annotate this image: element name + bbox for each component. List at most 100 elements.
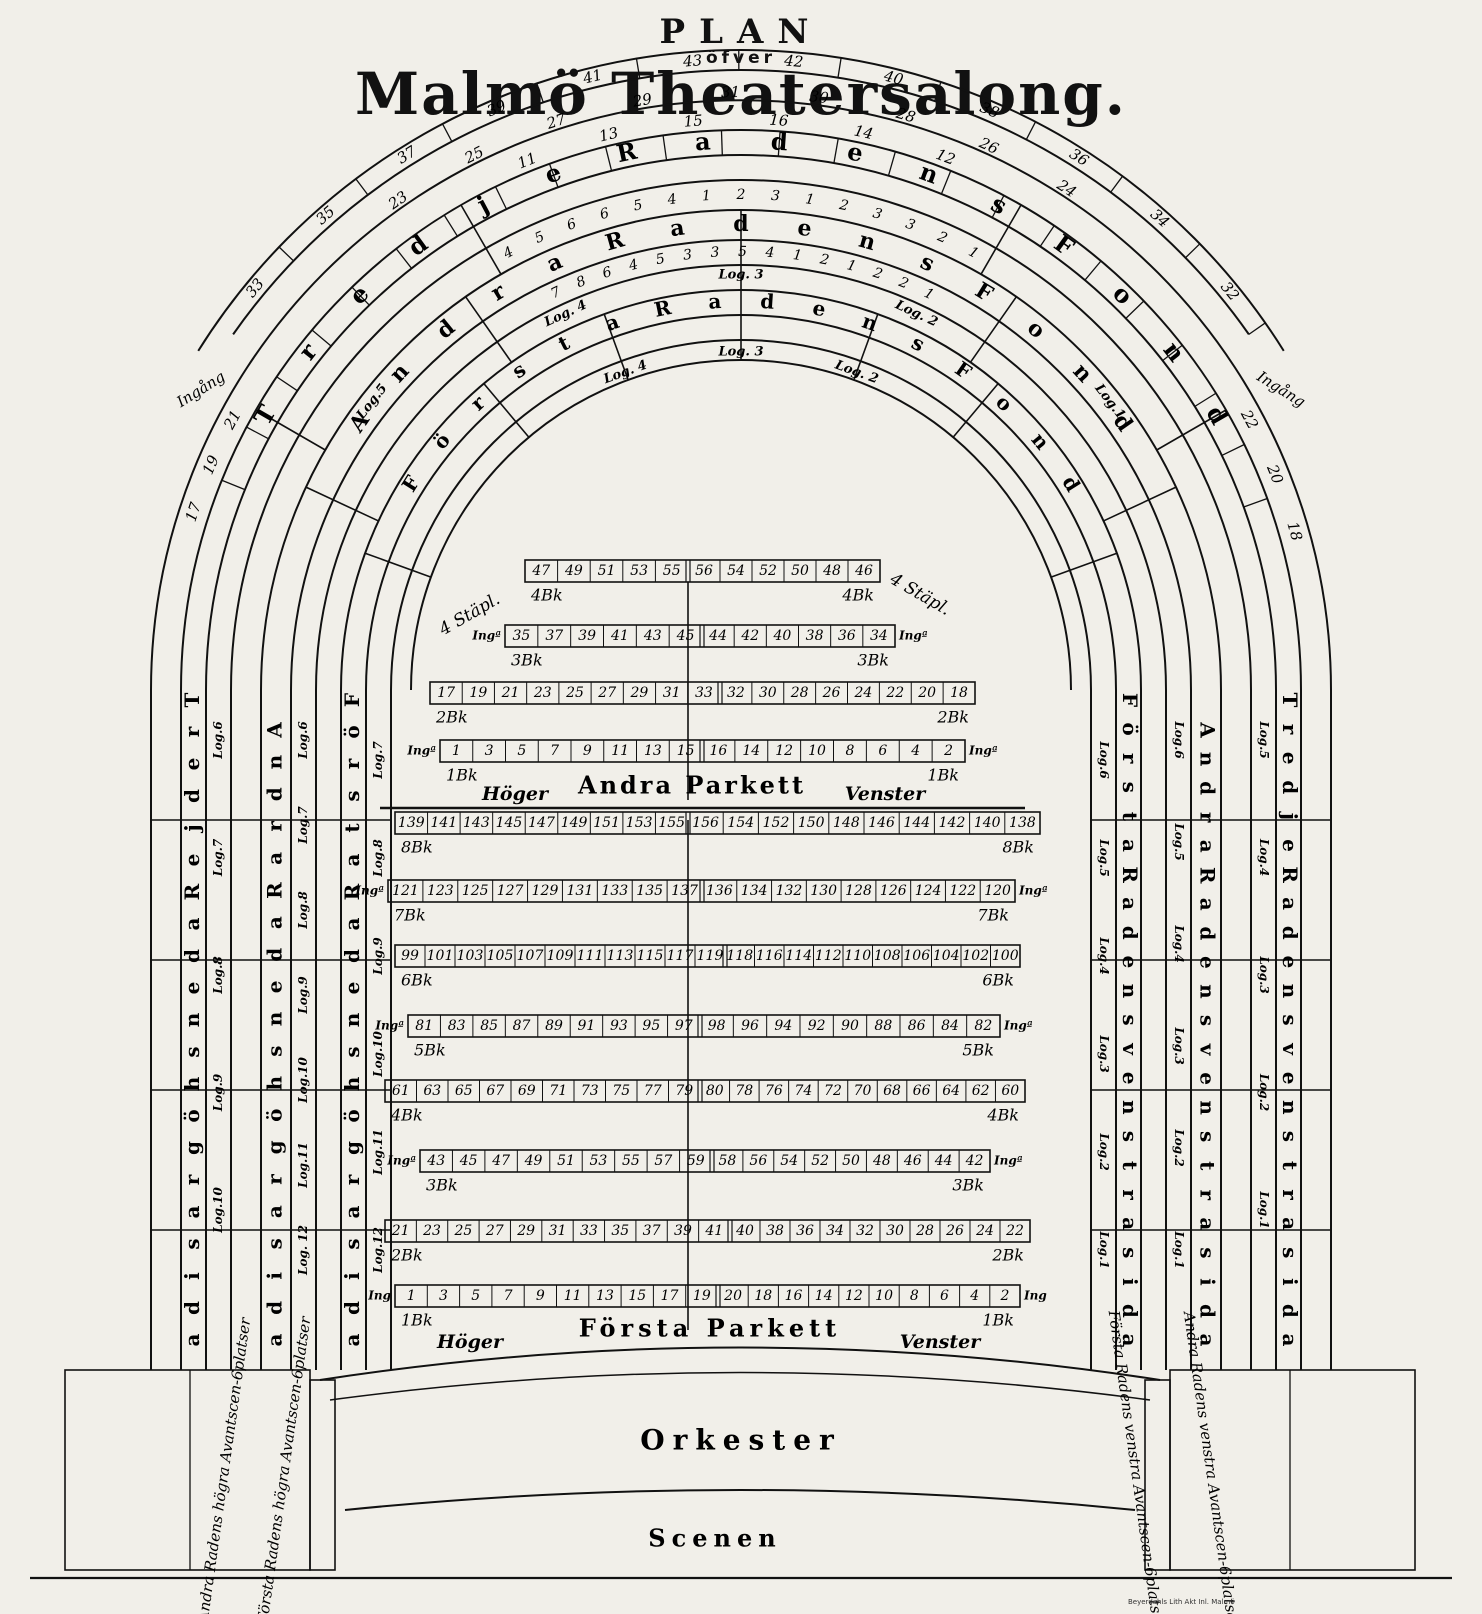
forsta-hogra-sida-label: a bbox=[340, 917, 364, 930]
seat-tick bbox=[887, 151, 896, 176]
seat-tick bbox=[276, 376, 298, 392]
seat-number: 80 bbox=[706, 1083, 724, 1099]
gallery-section-divider bbox=[603, 313, 629, 381]
tredje-hogra-sida-label: a bbox=[180, 1333, 204, 1346]
forsta-radens-fond-label: ö bbox=[428, 428, 455, 454]
seat-number: 28 bbox=[893, 104, 917, 127]
seat-number: 39 bbox=[578, 628, 596, 644]
seat-number: 19 bbox=[693, 1288, 711, 1304]
scenen-curve bbox=[344, 1489, 1136, 1511]
tredje-venstra-sida-label: d bbox=[1278, 926, 1302, 940]
seat-number: 43 bbox=[426, 1153, 445, 1169]
seat-number: 29 bbox=[630, 685, 649, 701]
andra-venstra-sida-label: R bbox=[1196, 867, 1220, 884]
seat-number: 21 bbox=[391, 1223, 410, 1239]
andra-bench-1-frame bbox=[439, 739, 966, 763]
tredje-venstra-sida-label: e bbox=[1278, 1072, 1302, 1085]
seat-number: 87 bbox=[513, 1018, 531, 1034]
forsta-venstra-sida-label: i bbox=[1118, 1278, 1142, 1286]
tredje-hogra-sida-label: j bbox=[180, 824, 204, 833]
seat-number: 4 bbox=[500, 244, 516, 263]
seat-number: 8 bbox=[845, 743, 854, 759]
seat-tick bbox=[662, 135, 668, 161]
seat-number: 48 bbox=[872, 1153, 891, 1169]
seat-number: 5 bbox=[632, 197, 644, 215]
ingang-marker: Ingª bbox=[471, 629, 501, 643]
andra-venstra-sida-label: d bbox=[1196, 781, 1220, 795]
seat-number: 30 bbox=[759, 685, 777, 701]
seat-number: 4 bbox=[626, 257, 640, 275]
tredje-hogra-sida-label: d bbox=[180, 789, 204, 803]
bench-label: 4Bk bbox=[841, 586, 874, 605]
gallery-section-divider bbox=[364, 552, 432, 578]
seat-number: 114 bbox=[785, 948, 812, 964]
right-mid-loge: Log.2 bbox=[1172, 1128, 1186, 1166]
seat-number: 105 bbox=[487, 948, 514, 964]
seat-number: 47 bbox=[531, 563, 550, 579]
left-inner-loge: Log.10 bbox=[371, 1031, 385, 1078]
seat-number: 23 bbox=[384, 187, 411, 213]
seat-number: 96 bbox=[741, 1018, 759, 1034]
andra-hogra-sida-label: A bbox=[263, 722, 287, 739]
forsta-hogra-sida-label: d bbox=[340, 949, 364, 963]
andra-venstra-sida-label: a bbox=[1196, 1334, 1220, 1347]
forsta-venstra-sida-label: R bbox=[1118, 866, 1142, 883]
seat-number: 41 bbox=[580, 66, 604, 88]
seat-number: 59 bbox=[687, 1153, 705, 1169]
bench-label: 2Bk bbox=[991, 1246, 1024, 1265]
andra-radens-fond-label: e bbox=[796, 215, 813, 243]
seat-number: 21 bbox=[220, 407, 245, 433]
seat-number: 70 bbox=[854, 1083, 872, 1099]
forsta-venstra-sida-label: s bbox=[1118, 1247, 1142, 1258]
seat-number: 90 bbox=[841, 1018, 859, 1034]
seat-number: 36 bbox=[796, 1223, 814, 1239]
seat-number: 33 bbox=[695, 685, 713, 701]
seat-number: 103 bbox=[457, 948, 484, 964]
seat-number: 137 bbox=[671, 883, 698, 899]
seat-number: 2 bbox=[999, 1288, 1009, 1304]
tredje-venstra-sida-label: d bbox=[1278, 1304, 1302, 1318]
forsta-radens-fond-label: s bbox=[908, 330, 929, 356]
left-outer-loge: Log.6 bbox=[211, 721, 225, 760]
left-outer-loge: Log.8 bbox=[211, 956, 225, 995]
seat-number: 12 bbox=[845, 1288, 863, 1304]
seat-number: 151 bbox=[593, 815, 620, 831]
seat-tick bbox=[837, 57, 842, 78]
andra-hogra-sida-label: i bbox=[263, 1272, 287, 1280]
seat-number: 31 bbox=[721, 83, 740, 101]
title-main: Malmö Theatersalong. bbox=[355, 60, 1127, 128]
tredje-venstra-sida-label: e bbox=[1278, 839, 1302, 852]
seat-tick bbox=[1125, 300, 1145, 319]
left-inner-loge: Log.9 bbox=[371, 937, 385, 976]
seat-number: 81 bbox=[415, 1018, 433, 1034]
seat-tick bbox=[536, 83, 544, 103]
left-mid-loge: Log.6 bbox=[296, 721, 310, 760]
right-outer-loge: Log.2 bbox=[1257, 1073, 1271, 1111]
tredje-radens-fond-label: s bbox=[986, 188, 1012, 220]
seat-number: 7 bbox=[548, 284, 563, 302]
seat-number: 53 bbox=[590, 1153, 608, 1169]
right-mid-loge: Log.3 bbox=[1172, 1026, 1186, 1064]
bench-label: 6Bk bbox=[982, 971, 1014, 990]
seat-number: 10 bbox=[875, 1288, 893, 1304]
seat-number: 49 bbox=[524, 1153, 543, 1169]
tredje-venstra-sida-label: n bbox=[1278, 1100, 1302, 1115]
andra-venstra-sida-label: s bbox=[1196, 1131, 1220, 1142]
seat-tick bbox=[311, 329, 332, 347]
seat-number: 125 bbox=[462, 883, 489, 899]
right-outer-loge: Log.1 bbox=[1257, 1190, 1271, 1228]
seat-number: 5 bbox=[532, 229, 547, 247]
gallery-arc-10 bbox=[150, 99, 1332, 691]
forsta-parkett-hoger: Höger bbox=[436, 1331, 505, 1353]
seat-number: 3 bbox=[439, 1288, 448, 1304]
andra-venstra-sida-label: e bbox=[1196, 1072, 1220, 1085]
forsta-radens-fond-label: R bbox=[652, 295, 673, 322]
ingang-marker: Ing bbox=[1023, 1289, 1047, 1303]
seat-number: 64 bbox=[942, 1083, 960, 1099]
ingang-marker: Ingª bbox=[386, 1154, 416, 1168]
forsta-venstra-sida-label: d bbox=[1118, 1304, 1142, 1318]
seat-number: 24 bbox=[1053, 175, 1080, 201]
seat-number: 89 bbox=[545, 1018, 563, 1034]
bench-label: 8Bk bbox=[401, 838, 433, 857]
tredje-radens-fond-label: j bbox=[470, 190, 493, 221]
